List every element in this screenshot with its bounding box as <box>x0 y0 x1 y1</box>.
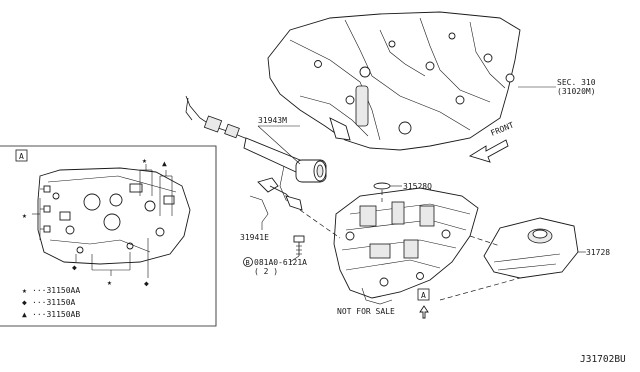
callout-bolt-qty: ( 2 ) <box>254 267 278 276</box>
section-ref-line2: (31020M) <box>557 87 596 96</box>
o-ring-31528Q <box>373 182 391 190</box>
plate-filter-markers: ★ ★ ▲ ◆ ◆ ★ <box>22 156 173 288</box>
legend-diamond-text: ···31150A <box>32 298 76 307</box>
plate-screen-2 <box>43 205 51 213</box>
legend-triangle-glyph: ▲ <box>22 310 27 319</box>
bolt-circle-letter: B <box>246 259 250 267</box>
oil-strainer-31728 <box>483 217 579 279</box>
harness-assembly <box>185 95 327 205</box>
triangle-marker-top: ▲ <box>162 159 167 168</box>
callout-bolt-code: 081A0-6121A <box>254 258 307 267</box>
legend-diamond-glyph: ◆ <box>22 298 27 307</box>
star-marker-bottom: ★ <box>107 278 112 287</box>
diamond-marker-left: ◆ <box>72 263 77 272</box>
star-marker-top: ★ <box>142 156 147 165</box>
sensor-31941E <box>249 177 303 223</box>
transmission-housing <box>267 11 521 151</box>
diamond-marker-right: ◆ <box>144 279 149 288</box>
not-for-sale-label: NOT FOR SALE <box>337 307 395 316</box>
plate-screen-3 <box>43 225 51 233</box>
legend-star-glyph: ★ <box>22 286 27 295</box>
bolt-081A0-6121A <box>293 235 305 256</box>
detail-panel-marker: A <box>19 152 24 161</box>
legend-triangle-text: ···31150AB <box>32 310 80 319</box>
view-marker-a: A <box>417 288 430 319</box>
view-marker-label: A <box>421 291 426 300</box>
bolt-circle-marker <box>243 257 253 267</box>
callout-31528Q: 31528Q <box>403 182 432 191</box>
figure-code: J31702BU <box>580 354 626 365</box>
legend: ★ ···31150AA ◆ ···31150A ▲ ···31150AB <box>22 286 80 319</box>
control-valve-body <box>333 187 479 305</box>
detail-panel-marker-box <box>15 149 28 162</box>
callout-31728: 31728 <box>586 248 610 257</box>
star-marker-left: ★ <box>22 211 27 220</box>
detail-panel: A <box>0 145 217 327</box>
callout-31941E: 31941E <box>240 233 269 242</box>
legend-star-text: ···31150AA <box>32 286 80 295</box>
section-reference: SEC. 310 (31020M) <box>518 78 596 96</box>
plate-screen-1 <box>43 185 51 193</box>
section-ref-line1: SEC. 310 <box>557 78 596 87</box>
callout-31943M: 31943M <box>258 116 287 125</box>
separator-plate <box>37 167 191 265</box>
